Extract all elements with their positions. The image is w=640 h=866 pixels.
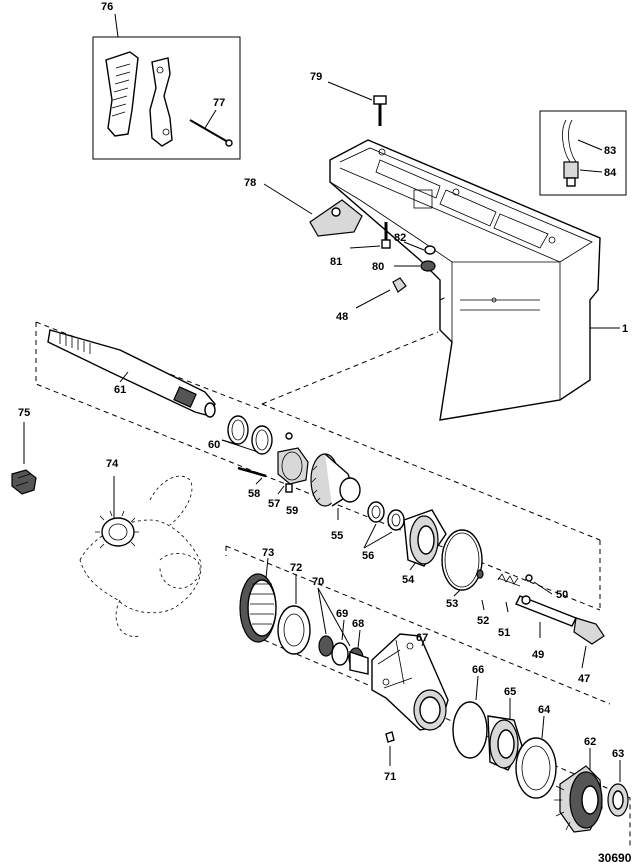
- washer-72: [277, 574, 311, 655]
- callout-55: 55: [331, 530, 343, 542]
- callout-79: 79: [310, 71, 322, 83]
- bearing-carrier-67: [371, 633, 449, 766]
- callout-56: 56: [362, 550, 374, 562]
- bearing-56: [363, 501, 405, 549]
- callout-83: 83: [604, 145, 616, 157]
- callout-67: 67: [416, 632, 428, 644]
- bearing-70: [317, 587, 369, 675]
- callout-50: 50: [556, 589, 568, 601]
- callout-63: 63: [612, 748, 624, 760]
- callout-72: 72: [290, 562, 302, 574]
- shift-parts: [476, 569, 605, 669]
- callout-59: 59: [286, 505, 298, 517]
- callout-69: 69: [336, 608, 348, 620]
- callout-68: 68: [352, 618, 364, 630]
- o-ring-53: [441, 529, 483, 597]
- callout-54: 54: [402, 574, 415, 586]
- callout-82: 82: [394, 232, 406, 244]
- callout-65: 65: [504, 686, 516, 698]
- bearing-race-54: [403, 509, 447, 571]
- callout-66: 66: [472, 664, 484, 676]
- callout-48: 48: [336, 311, 348, 323]
- callout-76: 76: [101, 1, 113, 13]
- small-fasteners: [349, 222, 436, 309]
- callout-84: 84: [604, 167, 617, 179]
- prop-nut-75: [11, 422, 37, 495]
- inset-box-pickup: [539, 110, 627, 196]
- callout-58: 58: [248, 488, 260, 500]
- callout-49: 49: [532, 649, 544, 661]
- reverse-gear-62: [554, 748, 603, 833]
- thrust-washer-64: [515, 715, 557, 799]
- reference-number: 30690: [598, 851, 632, 865]
- callout-47: 47: [578, 673, 590, 685]
- callout-57: 57: [268, 498, 280, 510]
- propeller-shaft-61: [47, 329, 216, 418]
- trim-tab-78: [263, 183, 363, 237]
- bearing-73: [239, 557, 277, 643]
- bolt-79: [327, 81, 387, 126]
- callout-labels: 76 77 79 83 84 78 82 81 80 48 1 75 61 74…: [18, 1, 632, 865]
- callout-52: 52: [477, 615, 489, 627]
- forward-gear-55: [310, 453, 361, 520]
- callout-60: 60: [208, 439, 220, 451]
- callout-71: 71: [384, 771, 396, 783]
- callout-51: 51: [498, 627, 510, 639]
- bearing-60: [221, 415, 273, 455]
- bearing-65: [487, 698, 523, 771]
- bearing-63: [607, 760, 629, 817]
- callout-81: 81: [330, 256, 342, 268]
- callout-77: 77: [213, 97, 225, 109]
- callout-73: 73: [262, 547, 274, 559]
- callout-53: 53: [446, 598, 458, 610]
- callout-61: 61: [114, 384, 126, 396]
- gear-housing: [329, 139, 620, 421]
- callout-80: 80: [372, 261, 384, 273]
- callout-64: 64: [538, 704, 551, 716]
- callout-75: 75: [18, 407, 30, 419]
- callout-74: 74: [106, 458, 119, 470]
- callout-70: 70: [312, 576, 324, 588]
- propeller-ghost: [79, 475, 202, 637]
- callout-62: 62: [584, 736, 596, 748]
- callout-78: 78: [244, 177, 256, 189]
- clutch-57: [237, 432, 309, 495]
- callout-1: 1: [622, 323, 628, 335]
- inset-box-anodes: [92, 13, 241, 160]
- o-ring-66: [452, 675, 488, 759]
